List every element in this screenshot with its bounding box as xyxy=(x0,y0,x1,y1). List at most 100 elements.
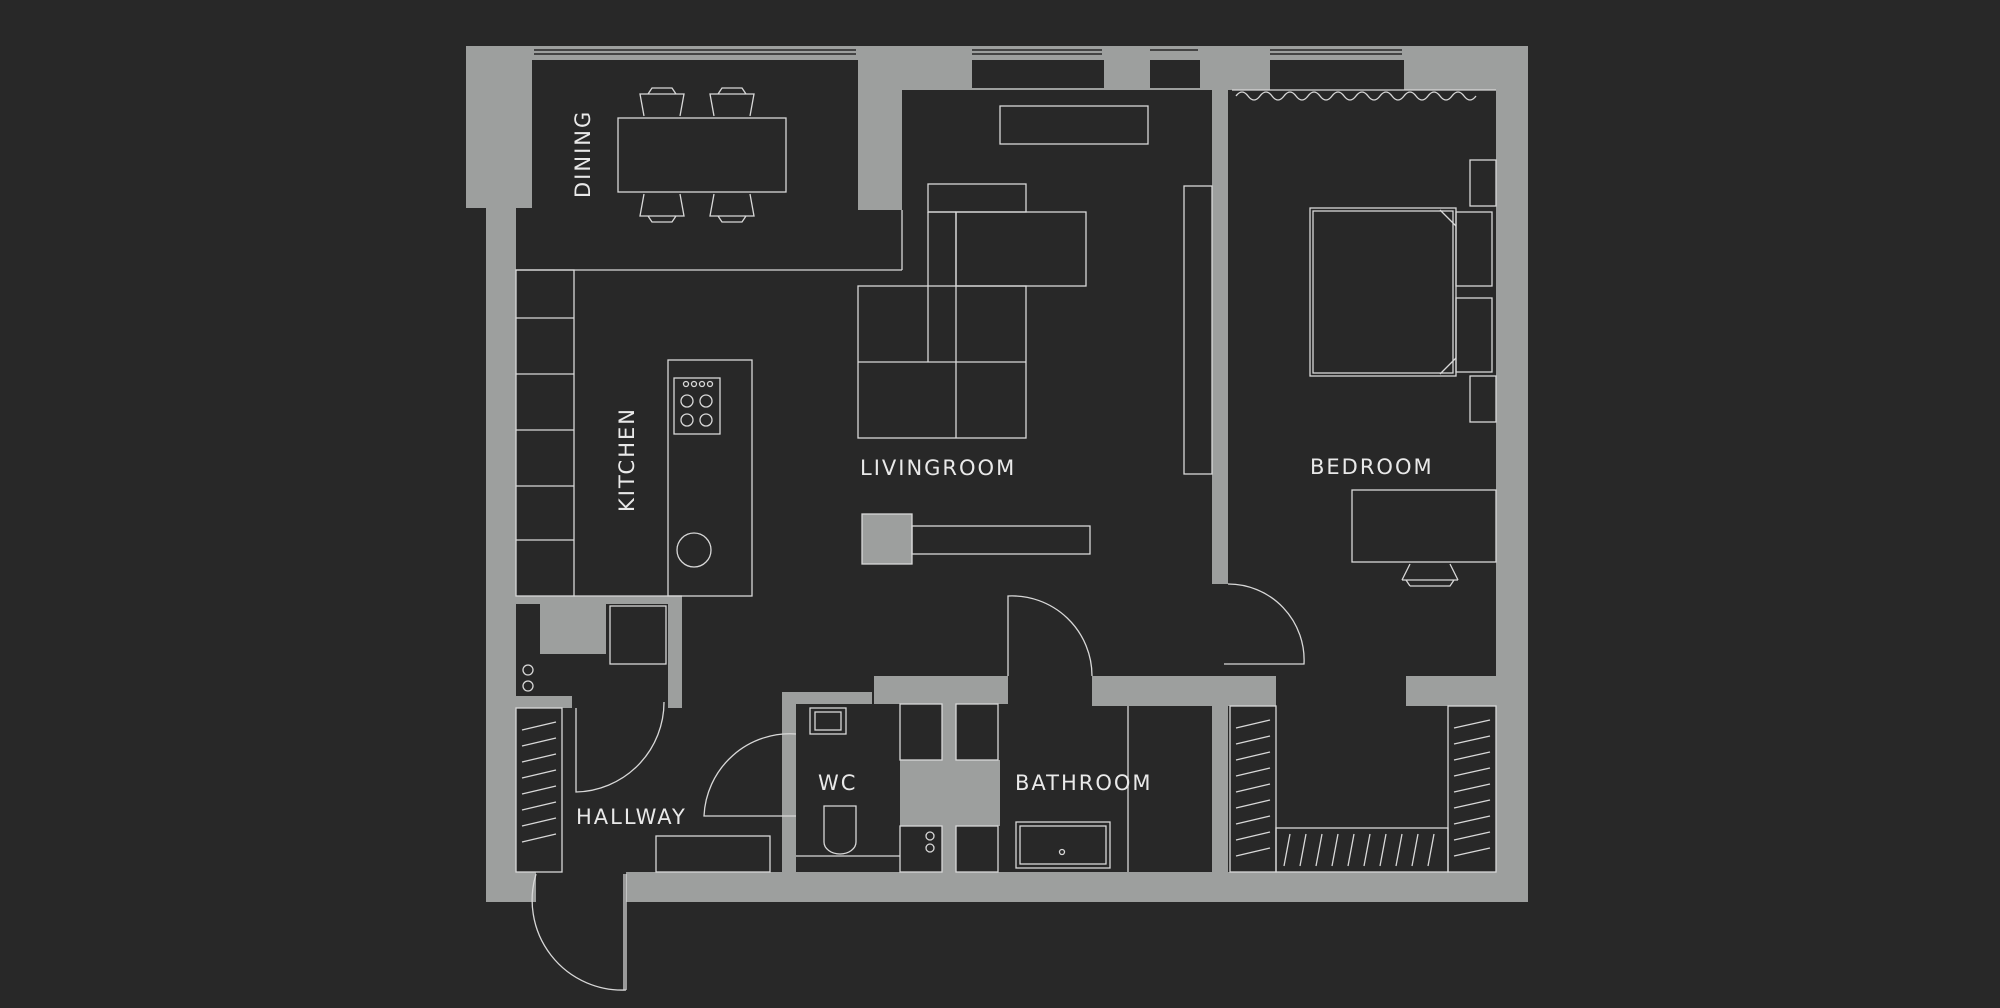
utility-knob xyxy=(925,843,935,853)
windows xyxy=(534,49,1404,88)
bench xyxy=(911,525,1091,555)
wall-wc-top-2 xyxy=(874,676,1008,704)
doors xyxy=(531,583,1305,991)
desk xyxy=(1351,489,1497,563)
wall-living-bedroom xyxy=(1212,88,1228,584)
cooktop-knob xyxy=(698,380,706,388)
wardrobe-bottom xyxy=(1275,827,1449,873)
wall-top-right-block xyxy=(1404,46,1528,90)
wall-kitchen-partition-stub xyxy=(668,596,682,708)
bed-pillow-fold xyxy=(1439,209,1457,375)
utility-cabinet xyxy=(899,825,943,873)
toilet xyxy=(823,805,857,855)
bath-cabinet xyxy=(955,825,999,873)
hallway-closet xyxy=(515,664,771,873)
tv-console xyxy=(999,105,1149,145)
wall-kitchen-box xyxy=(540,604,606,654)
cooktop-burner xyxy=(680,413,694,427)
label-dining: DINING xyxy=(571,110,595,198)
wardrobe xyxy=(1229,705,1497,873)
wall-top xyxy=(466,46,1528,60)
livingroom-furniture xyxy=(857,105,1213,565)
cooktop xyxy=(673,377,721,435)
label-hallway: HALLWAY xyxy=(576,805,687,829)
wall-left xyxy=(486,200,516,902)
wall-wc-top xyxy=(782,692,872,704)
cooktop-knob xyxy=(682,380,690,388)
cooktop-knob xyxy=(706,380,714,388)
kitchen-counter xyxy=(515,269,575,597)
window-sill-bedroom xyxy=(1270,60,1404,88)
label-bedroom: BEDROOM xyxy=(1310,455,1434,479)
cooktop-knob xyxy=(690,380,698,388)
hall-hook xyxy=(522,680,534,692)
sofa-chaise xyxy=(955,211,1087,287)
wall-bottom-left xyxy=(486,872,536,902)
dining-table xyxy=(617,117,787,193)
label-livingroom: LIVINGROOM xyxy=(860,456,1016,480)
window-sill-living-1 xyxy=(972,60,1104,88)
sanitary-fixtures xyxy=(796,703,1129,873)
hanger-lines xyxy=(1235,719,1491,867)
wall-bath-top xyxy=(1092,676,1276,706)
wardrobe-left xyxy=(1229,705,1277,873)
door-bathroom xyxy=(1007,595,1093,677)
door-entrance xyxy=(531,873,627,991)
hall-hook xyxy=(522,664,534,676)
utility-cabinet xyxy=(899,703,943,761)
headboard-panel xyxy=(1455,211,1493,287)
nightstand xyxy=(1469,375,1497,423)
bath-vanity xyxy=(1015,821,1111,869)
tall-cabinet xyxy=(1183,185,1213,475)
wall-shaft xyxy=(900,760,1000,826)
bedroom-furniture xyxy=(1232,89,1497,587)
kitchen-appliance xyxy=(609,605,667,665)
dining-furniture xyxy=(516,87,903,271)
headboard-panel xyxy=(1455,297,1493,373)
wall-closet-top xyxy=(516,696,572,708)
dining-chair xyxy=(639,87,685,117)
wall-bottom xyxy=(626,872,1528,902)
kitchen-furniture xyxy=(515,269,753,665)
cooktop-burner xyxy=(699,394,713,408)
walls xyxy=(466,46,1528,902)
curtain xyxy=(1235,91,1477,101)
label-wc: WC xyxy=(818,771,857,795)
nightstand xyxy=(1469,159,1497,207)
sofa-back xyxy=(927,183,1027,213)
bath-vanity-basin xyxy=(1019,825,1107,865)
wall-pillar-top-mid-1 xyxy=(1104,46,1150,90)
dining-chair xyxy=(709,87,755,117)
door-kitchen xyxy=(575,701,665,793)
bed xyxy=(1309,207,1457,377)
wall-bedroom-bottom-right xyxy=(1406,676,1512,706)
dining-chair xyxy=(639,193,685,223)
hanger-lines xyxy=(521,721,557,843)
side-table xyxy=(861,513,913,565)
room-labels: DINING KITCHEN LIVINGROOM BEDROOM WC BAT… xyxy=(571,110,1434,829)
bath-drain xyxy=(1058,848,1066,856)
wardrobe-right xyxy=(1447,705,1497,873)
label-bathroom: BATHROOM xyxy=(1015,771,1153,795)
desk-chair xyxy=(1401,563,1459,587)
wc-sink-inner xyxy=(814,711,842,731)
label-kitchen: KITCHEN xyxy=(615,407,639,512)
wall-pillar-top-left xyxy=(466,46,532,208)
bed-inner xyxy=(1312,210,1454,374)
kitchen-island xyxy=(667,359,753,597)
wall-kitchen-partition xyxy=(516,596,682,604)
wall-wc-left xyxy=(782,692,796,874)
hall-wardrobe xyxy=(515,707,563,873)
wall-column-dining-ledge xyxy=(858,46,904,90)
door-wc xyxy=(703,733,797,817)
utility-knob xyxy=(925,831,935,841)
island-sink xyxy=(676,532,712,568)
cooktop-burner xyxy=(680,394,694,408)
wall-right xyxy=(1496,46,1528,902)
hall-bench xyxy=(655,835,771,873)
wall-bath-right xyxy=(1212,704,1228,874)
bath-cabinet xyxy=(955,703,999,761)
wc-sink xyxy=(809,707,847,735)
door-bedroom xyxy=(1224,583,1305,665)
